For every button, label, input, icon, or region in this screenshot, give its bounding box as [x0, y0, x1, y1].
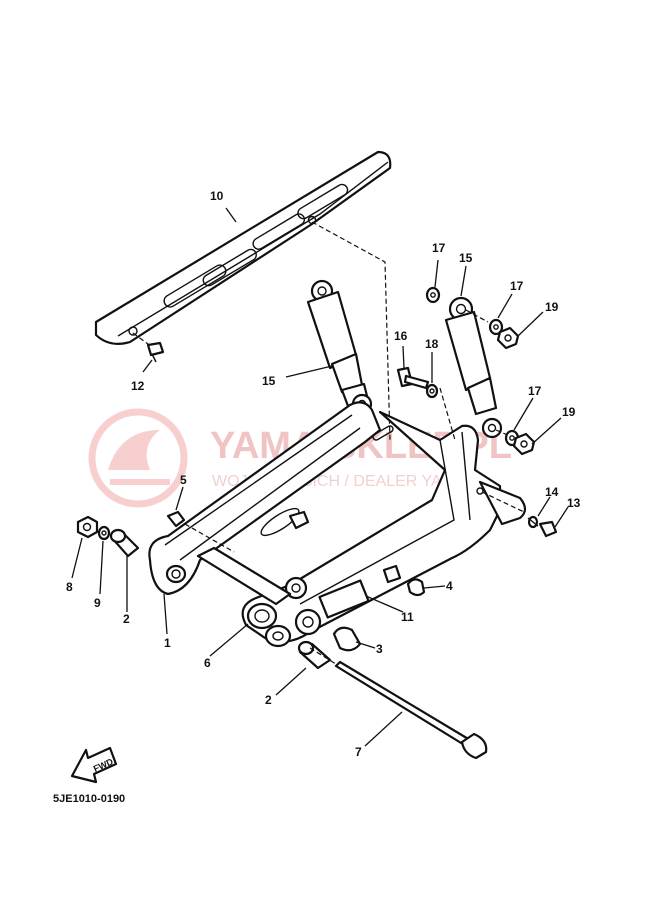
- callouts: 10 12 15 17 15 17 19 16 18 17 19 14 13 5…: [66, 189, 581, 759]
- diagram-code: 5JE1010-0190: [53, 793, 125, 805]
- screw-part-12[interactable]: [132, 332, 165, 363]
- bolt-part-13[interactable]: [527, 517, 558, 538]
- callout-2-left: 2: [123, 612, 130, 626]
- callout-16: 16: [394, 329, 408, 343]
- swingarm-part-1[interactable]: [148, 401, 527, 643]
- washer-part-9[interactable]: [97, 525, 111, 541]
- callout-5: 5: [180, 473, 187, 487]
- callout-17-low: 17: [528, 384, 542, 398]
- cap-part-3[interactable]: [332, 626, 362, 652]
- callout-12: 12: [131, 379, 145, 393]
- washer-part-18[interactable]: [425, 383, 439, 399]
- callout-1: 1: [164, 636, 171, 650]
- callout-9: 9: [94, 596, 101, 610]
- collar-part-2-lower[interactable]: [297, 640, 332, 670]
- shock-absorber-left-part-15[interactable]: [306, 279, 373, 415]
- nut-part-19-lower[interactable]: [512, 432, 536, 456]
- callout-17-mid: 17: [510, 279, 524, 293]
- pivot-shaft-part-7[interactable]: [309, 647, 488, 760]
- callout-11: 11: [401, 610, 414, 624]
- bolt-part-5[interactable]: [166, 510, 186, 528]
- plug-part-4-installed: [382, 564, 402, 584]
- callout-3: 3: [376, 642, 383, 656]
- callout-13: 13: [567, 496, 581, 510]
- callout-19-lower: 19: [562, 405, 576, 419]
- bolt-part-16[interactable]: [396, 366, 430, 390]
- leader-lines: [71, 207, 569, 747]
- callout-4: 4: [446, 579, 453, 593]
- callout-6: 6: [204, 656, 211, 670]
- nut-part-19-upper[interactable]: [496, 326, 520, 350]
- shock-absorber-right-part-15[interactable]: [439, 296, 511, 441]
- watermark-logo: [88, 408, 188, 508]
- callout-14: 14: [545, 485, 559, 499]
- washer-part-17-top[interactable]: [425, 286, 441, 304]
- pivot-collar-part-6[interactable]: [246, 602, 322, 648]
- callout-10: 10: [210, 189, 224, 203]
- callout-17-top: 17: [432, 241, 446, 255]
- callout-2-lower: 2: [265, 693, 272, 707]
- collar-part-2-left[interactable]: [109, 528, 140, 558]
- fwd-arrow: FWD: [70, 746, 118, 784]
- plug-part-4[interactable]: [406, 578, 426, 597]
- callout-8: 8: [66, 580, 73, 594]
- washer-part-17-mid[interactable]: [488, 318, 504, 336]
- callout-15-left: 15: [262, 374, 276, 388]
- nut-part-8[interactable]: [76, 515, 99, 539]
- callout-7: 7: [355, 745, 362, 759]
- callout-19-upper: 19: [545, 300, 559, 314]
- callout-18: 18: [425, 337, 439, 351]
- callout-15-right: 15: [459, 251, 473, 265]
- chain-guard-part-10[interactable]: [94, 150, 392, 345]
